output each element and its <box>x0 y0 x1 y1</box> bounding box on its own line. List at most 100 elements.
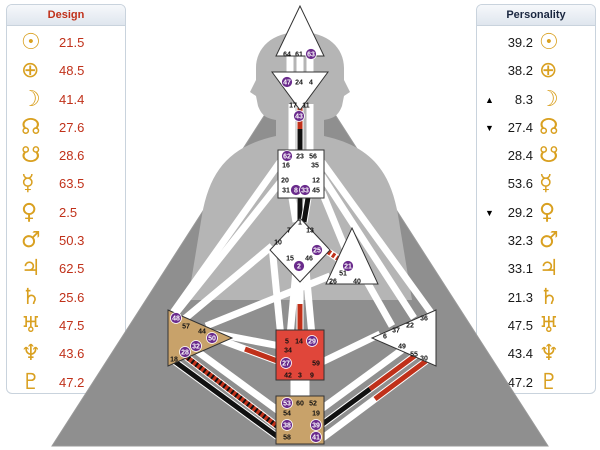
gate-25: 25 <box>313 248 321 255</box>
gate-40: 40 <box>353 279 361 286</box>
gate-63: 63 <box>307 52 315 59</box>
gate-marker-38 <box>281 419 293 431</box>
pluto-icon: ♇ <box>539 369 559 394</box>
earth-icon: ⊕ <box>539 58 558 84</box>
gate-45: 45 <box>312 188 320 195</box>
personality-row-south-node: ☋28.4 <box>477 142 595 170</box>
gate-39: 39 <box>312 423 320 430</box>
sun-icon: ☉ <box>21 30 41 55</box>
gate-9: 9 <box>310 373 314 380</box>
gate-1: 1 <box>298 220 302 227</box>
design-title: Design <box>7 5 125 26</box>
gate-marker-47 <box>281 76 293 88</box>
sun-icon: ☉ <box>539 30 559 55</box>
personality-row-neptune: ♆43.4 <box>477 340 595 368</box>
gate-marker-2 <box>293 260 305 272</box>
gate-7: 7 <box>287 228 291 235</box>
gate-46: 46 <box>305 256 313 263</box>
gate-53: 53 <box>283 401 291 408</box>
north-node-icon: ☊ <box>21 114 41 140</box>
design-row-neptune: ♆43.6 <box>7 340 125 368</box>
gate-11: 11 <box>302 103 310 110</box>
gate-61: 61 <box>295 52 303 59</box>
gate-marker-50 <box>206 332 218 344</box>
venus-icon: ♀ <box>21 199 38 225</box>
mercury-icon: ☿ <box>21 171 35 197</box>
pluto-icon: ♇ <box>21 369 41 394</box>
channel-32-54 <box>187 343 283 415</box>
channel-12-22 <box>319 174 417 320</box>
design-row-saturn: ♄25.6 <box>7 284 125 312</box>
gate-marker-27 <box>280 357 292 369</box>
design-value-venus: 2.5 <box>59 204 78 220</box>
gate-62: 62 <box>283 154 291 161</box>
channel-10-57 <box>173 243 275 329</box>
channel-41-30-activation <box>373 355 432 402</box>
gate-54: 54 <box>283 411 291 418</box>
design-row-south-node: ☋28.6 <box>7 142 125 170</box>
personality-row-sun: ☉ 39.2 <box>477 29 595 57</box>
gate-60: 60 <box>296 401 304 408</box>
personality-row-venus: ▼♀29.2 <box>477 199 595 227</box>
gate-6: 6 <box>383 334 387 341</box>
moon-icon: ☽ <box>21 86 41 112</box>
channel-57-20 <box>169 177 285 321</box>
personality-value-uranus: 47.5 <box>507 317 533 333</box>
gate-42: 42 <box>284 373 292 380</box>
gate-47: 47 <box>283 80 291 87</box>
gate-32: 32 <box>192 344 200 351</box>
gate-13: 13 <box>306 228 314 235</box>
gate-8: 8 <box>294 188 298 195</box>
personality-row-uranus: ♅ 47.5 <box>477 312 595 340</box>
gate-marker-43 <box>293 110 305 122</box>
gate-28: 28 <box>181 350 189 357</box>
channel-35-36 <box>319 159 435 317</box>
design-value-sun: 21.5 <box>59 35 85 50</box>
design-value-mercury: 63.5 <box>59 176 85 192</box>
gate-50: 50 <box>208 336 216 343</box>
uranus-icon: ♅ <box>539 312 559 338</box>
gate-48: 48 <box>172 316 180 323</box>
gate-18: 18 <box>170 357 178 364</box>
gate-20: 20 <box>281 178 289 185</box>
gate-22: 22 <box>406 323 414 330</box>
gate-26: 26 <box>329 279 337 286</box>
gate-33: 33 <box>301 188 309 195</box>
design-value-south-node: 28.6 <box>59 148 85 164</box>
gate-marker-53 <box>281 397 293 409</box>
design-value-uranus: 47.5 <box>59 317 85 333</box>
channel-26-44 <box>204 272 332 330</box>
gate-37: 37 <box>392 328 400 335</box>
gate-36: 36 <box>420 316 428 323</box>
head-center <box>275 4 325 57</box>
design-row-uranus: ♅47.5 <box>7 312 125 340</box>
gate-marker-25 <box>311 244 323 256</box>
personality-value-earth: 38.2 <box>507 63 533 79</box>
personality-row-mercury: ☿53.6 <box>477 170 595 198</box>
mars-icon: ♂ <box>21 228 41 254</box>
north-node-icon: ☊ <box>539 114 559 140</box>
personality-value-moon: 8.3 <box>514 91 533 107</box>
channel-59-6 <box>316 330 382 368</box>
design-row-venus: ♀ 2.5 <box>7 199 125 227</box>
gate-14: 14 <box>295 339 303 346</box>
south-node-icon: ☋ <box>539 143 559 169</box>
personality-value-mercury: 53.6 <box>507 176 533 192</box>
solar-plexus-center <box>370 309 437 367</box>
heart-center <box>325 226 379 285</box>
mars-icon: ♂ <box>539 228 559 254</box>
direction-arrow: ▲ <box>485 94 494 105</box>
gate-38: 38 <box>283 423 291 430</box>
earth-icon: ⊕ <box>21 58 40 84</box>
gate-marker-29 <box>306 335 318 347</box>
saturn-icon: ♄ <box>21 284 41 310</box>
personality-row-moon: ▲☽8.3 <box>477 86 595 114</box>
channel-40-37 <box>362 278 396 328</box>
personality-value-sun: 39.2 <box>507 35 533 50</box>
direction-arrow: ▼ <box>485 122 494 133</box>
gate-55: 55 <box>410 352 418 359</box>
design-row-sun: ☉ 21.5 <box>7 29 125 57</box>
personality-panel: Personality ☉39.2⊕38.2▲☽8.3▼☊27.4☋28.4☿5… <box>476 4 596 394</box>
neptune-icon: ♆ <box>539 341 559 367</box>
gate-marker-48 <box>170 312 182 324</box>
